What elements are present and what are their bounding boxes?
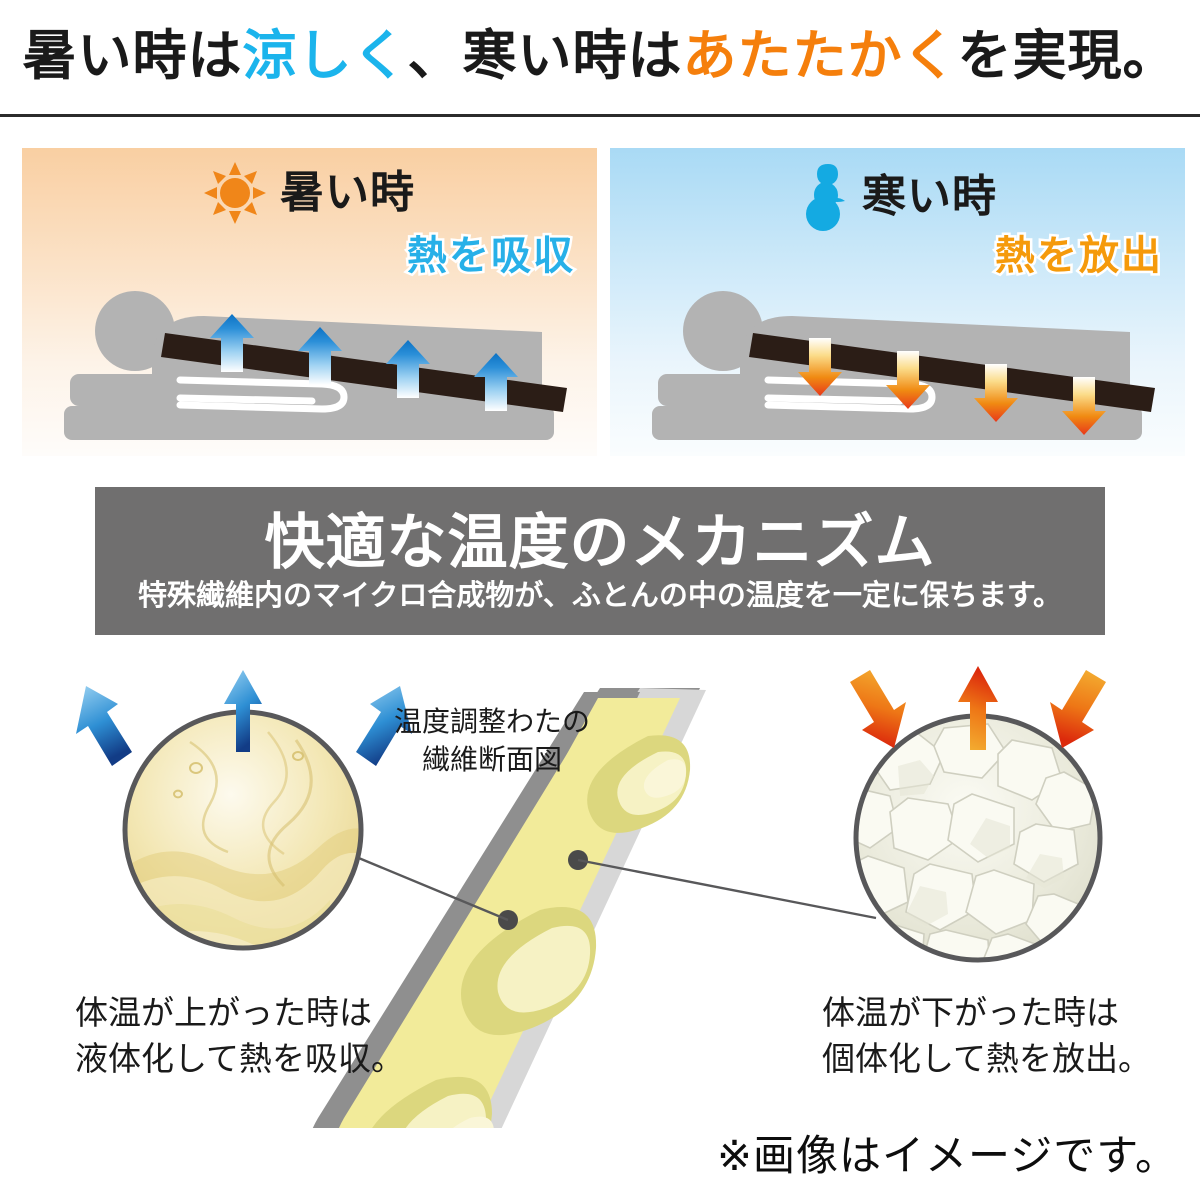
- panel-hot-weather: 暑い時 熱を吸収: [22, 148, 597, 456]
- heat-release-label: 熱を放出: [993, 234, 1164, 279]
- page-headline: 暑い時は涼しく、寒い時はあたたかくを実現。: [0, 0, 1200, 112]
- solid-caption-line-2: 個体化して熱を放出。: [822, 1039, 1152, 1077]
- cold-panel-title: 寒い時: [862, 172, 997, 221]
- snowman-icon: [806, 164, 845, 231]
- heat-absorb-label: 熱を吸収: [405, 234, 576, 279]
- fiber-cross-section-caption: 温度調整わたの 繊維断面図: [372, 703, 612, 779]
- liquid-caption-line-1: 体温が上がった時は: [75, 994, 372, 1031]
- solid-outbound-arrows: [850, 666, 1106, 750]
- sun-icon: [204, 162, 266, 224]
- liquid-inbound-arrows: [76, 670, 412, 766]
- mechanism-banner: 快適な温度のメカニズム 特殊繊維内のマイクロ合成物が、ふとんの中の温度を一定に保…: [95, 487, 1105, 635]
- mechanism-subtitle: 特殊繊維内のマイクロ合成物が、ふとんの中の温度を一定に保ちます。: [138, 580, 1062, 612]
- headline-part-2: 、寒い時は: [407, 26, 683, 86]
- fiber-caption-line-1: 温度調整わたの: [393, 706, 590, 737]
- liquid-state-caption: 体温が上がった時は 液体化して熱を吸収。: [75, 990, 404, 1081]
- solid-state-caption: 体温が下がった時は 個体化して熱を放出。: [822, 990, 1151, 1081]
- headline-part-1: 暑い時は: [22, 26, 243, 86]
- fiber-cross-section: [305, 688, 877, 1200]
- cold-scene-illustration: [652, 291, 1155, 440]
- cold-panel-header: 寒い時: [610, 162, 1185, 232]
- hot-scene-illustration: [64, 291, 567, 440]
- liquid-caption-line-2: 液体化して熱を吸収。: [75, 1039, 405, 1077]
- leader-line-right: [577, 858, 877, 920]
- mechanism-title: 快適な温度のメカニズム: [264, 509, 936, 576]
- solid-state-circle: [850, 666, 1106, 963]
- headline-cool-word: 涼しく: [242, 26, 408, 86]
- fiber-mechanism-diagram: 温度調整わたの 繊維断面図 体温が上がった時は 液体化して熱を吸収。 体温が下が…: [0, 648, 1200, 1200]
- image-disclaimer: ※画像はイメージです。: [716, 1132, 1178, 1179]
- headline-part-3: を実現。: [957, 26, 1178, 86]
- fiber-diagram-graphics: [76, 666, 1106, 1200]
- solid-caption-line-1: 体温が下がった時は: [822, 994, 1119, 1031]
- hot-panel-header: 暑い時: [22, 162, 597, 224]
- liquid-state-circle: [76, 670, 412, 951]
- headline-warm-word: あたたかく: [682, 26, 958, 86]
- hot-panel-title: 暑い時: [280, 168, 415, 217]
- fiber-caption-line-2: 繊維断面図: [421, 743, 562, 775]
- headline-divider: [0, 114, 1200, 117]
- panel-cold-weather: 寒い時 熱を放出: [610, 148, 1185, 456]
